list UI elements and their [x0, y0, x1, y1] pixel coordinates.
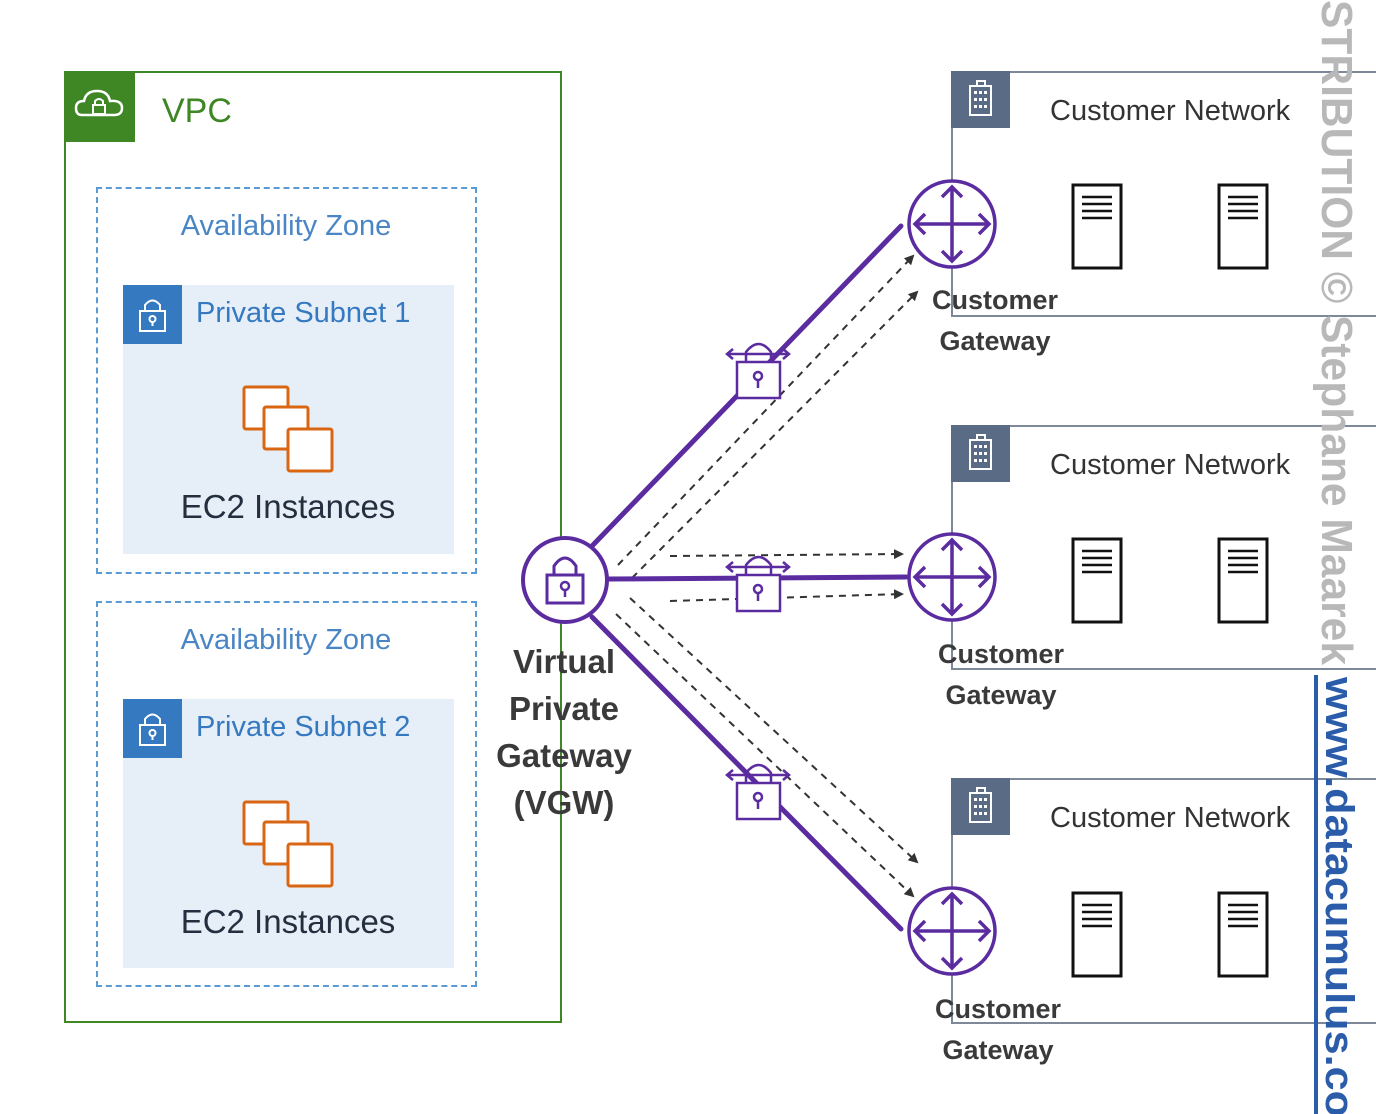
availability-zone-1: [96, 187, 477, 574]
router-icon: [907, 179, 997, 269]
customer-network-label: Customer Network: [1050, 449, 1291, 481]
customer-gateway-label: Customer Gateway: [934, 994, 1062, 1065]
availability-zone-2: [96, 601, 477, 987]
traffic-arrow: [617, 254, 915, 566]
copyright-watermark: STRIBUTION © Stephane Maarek: [1312, 0, 1361, 666]
private-subnet-label: Private Subnet 1: [196, 297, 411, 329]
lock-icon: [123, 285, 182, 344]
tunnel-lock-icon: [725, 342, 791, 400]
tunnel-lock-icon: [725, 555, 791, 613]
website-watermark: www.datacumulus.co: [1314, 675, 1361, 1114]
customer-gateway-label: Customer Gateway: [931, 285, 1059, 356]
vpn-gateway-icon: [521, 536, 609, 624]
availability-zone-label: Availability Zone: [180, 210, 392, 242]
cloud-lock-icon: [64, 71, 135, 142]
building-icon: [951, 778, 1010, 835]
traffic-arrow: [629, 597, 919, 864]
router-icon: [907, 532, 997, 622]
traffic-arrow: [669, 589, 904, 602]
ec2-instances-icon: [242, 385, 336, 480]
customer-network-label: Customer Network: [1050, 95, 1291, 127]
vgw-label: Virtual Private Gateway (VGW): [496, 643, 632, 821]
traffic-arrow: [669, 549, 904, 560]
lock-icon: [123, 699, 182, 758]
svg-text:www.datacumulus.co: www.datacumulus.co: [1317, 676, 1361, 1114]
building-icon: [951, 71, 1010, 128]
customer-gateway-label: Customer Gateway: [937, 639, 1065, 710]
tunnel-lock-icon: [725, 763, 791, 821]
svg-text:STRIBUTION © Stephane Maarek: STRIBUTION © Stephane Maarek: [1312, 0, 1361, 666]
customer-network-label: Customer Network: [1050, 802, 1291, 834]
building-icon: [951, 425, 1010, 482]
traffic-arrow: [615, 613, 915, 898]
ec2-instances-label: EC2 Instances: [180, 488, 396, 525]
private-subnet-label: Private Subnet 2: [196, 711, 411, 743]
traffic-arrow: [631, 290, 919, 579]
ec2-instances-icon: [242, 800, 336, 895]
vpc-label: VPC: [162, 92, 232, 130]
availability-zone-label: Availability Zone: [180, 624, 392, 656]
router-icon: [907, 886, 997, 976]
ec2-instances-label: EC2 Instances: [180, 903, 396, 940]
server-icon: [1071, 183, 1269, 978]
